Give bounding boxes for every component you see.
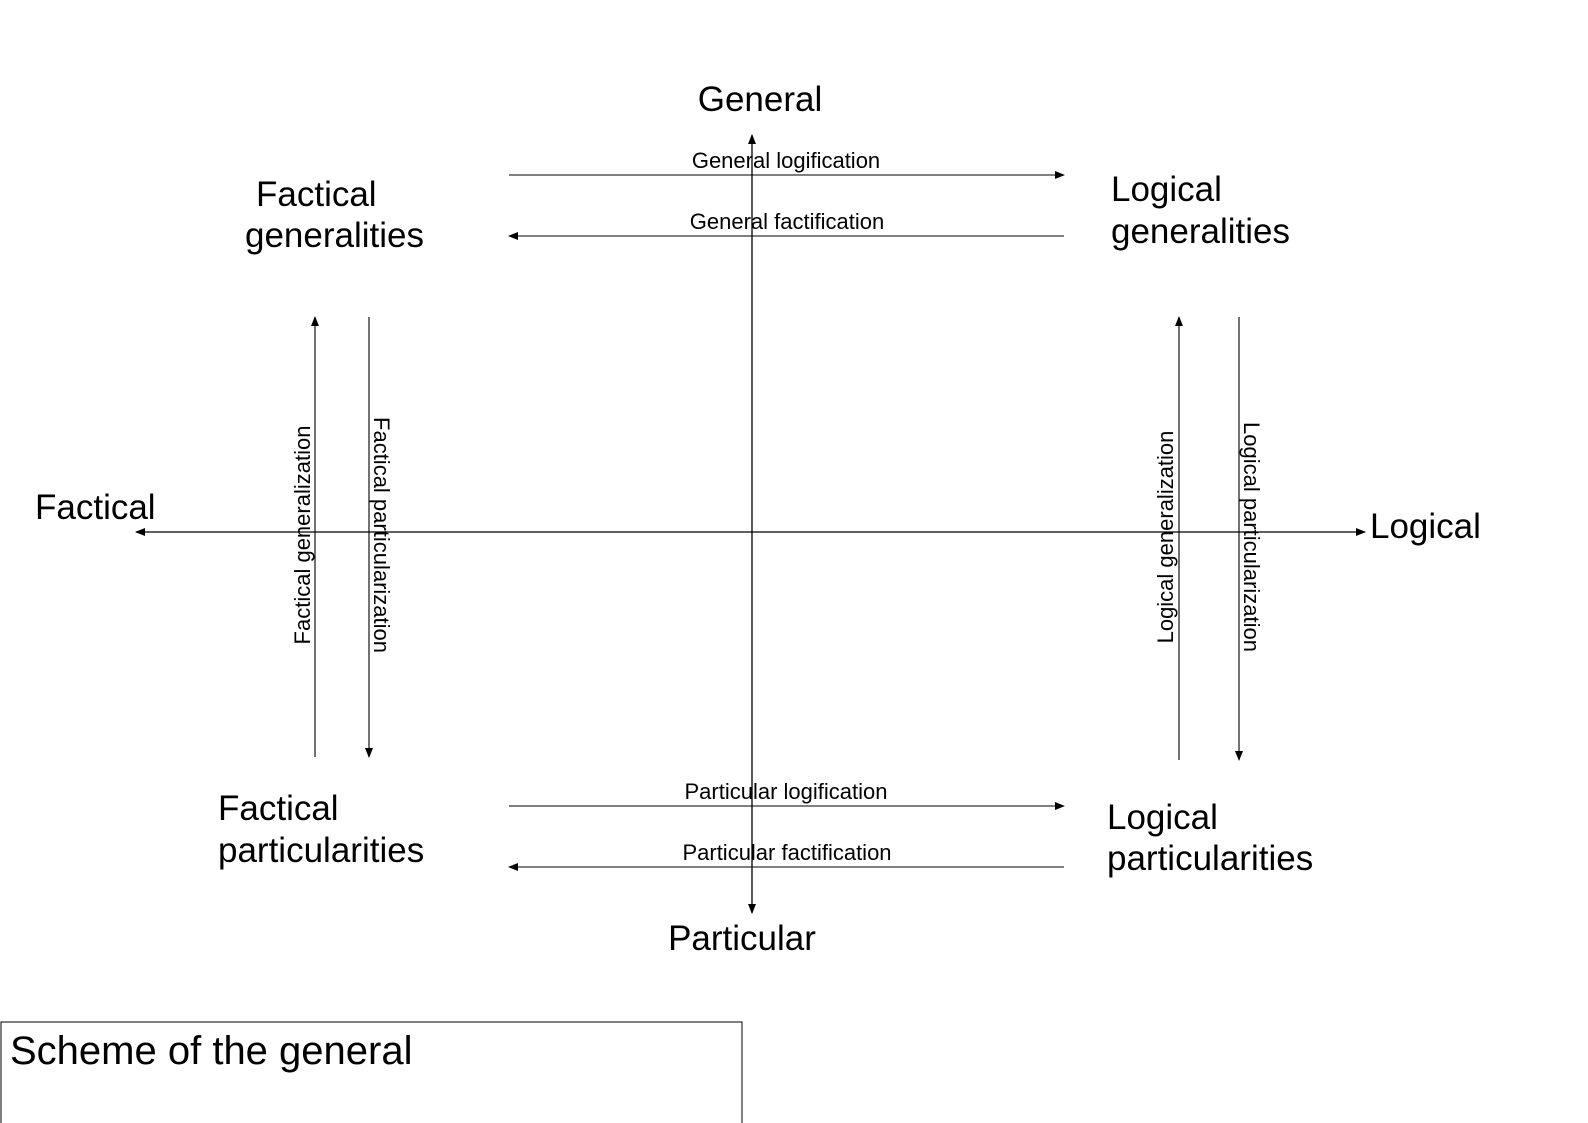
axis-label-factical: Factical: [35, 488, 156, 527]
quadrant-label-line: particularities: [1107, 839, 1313, 878]
quadrant-label-line: Factical: [256, 175, 377, 214]
label-particular-factification: Particular factification: [682, 840, 891, 865]
axis-label-logical: Logical: [1370, 507, 1481, 546]
axis-label-general: General: [698, 80, 823, 119]
quadrant-label-line: Logical: [1111, 170, 1222, 209]
quadrant-label-factical-generalities: Factical generalities: [245, 175, 424, 255]
caption-title: Scheme of the general: [10, 1029, 412, 1073]
quadrant-label-factical-particularities: Factical particularities: [218, 789, 424, 870]
label-particular-logification: Particular logification: [685, 779, 888, 804]
label-logical-generalization: Logical generalization: [1153, 431, 1178, 644]
quadrant-label-line: particularities: [218, 831, 424, 870]
label-factical-particularization: Factical particularization: [369, 417, 394, 653]
label-factical-generalization: Factical generalization: [290, 426, 315, 645]
caption-box: [0, 1021, 743, 1123]
quadrant-label-logical-particularities: Logical particularities: [1107, 798, 1313, 878]
quadrant-label-line: generalities: [1111, 212, 1290, 251]
quadrant-label-line: Logical: [1107, 798, 1218, 837]
label-general-logification: General logification: [692, 148, 880, 173]
label-general-factification: General factification: [690, 209, 884, 234]
label-logical-particularization: Logical particularization: [1239, 422, 1264, 652]
quadrant-label-logical-generalities: Logical generalities: [1111, 170, 1290, 251]
quadrant-label-line: Factical: [218, 789, 339, 828]
axis-label-particular: Particular: [668, 919, 816, 958]
quadrant-label-line: generalities: [245, 216, 424, 255]
